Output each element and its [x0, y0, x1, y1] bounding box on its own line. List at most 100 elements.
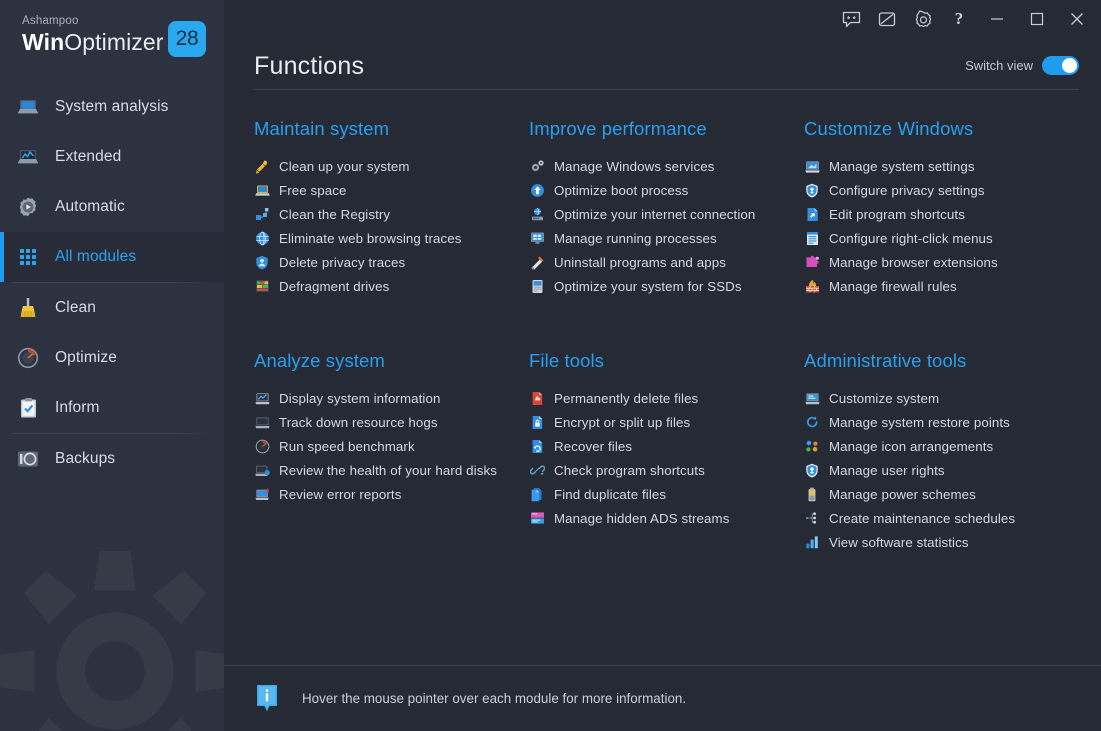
sidebar-item-system-analysis[interactable]: System analysis	[0, 82, 224, 132]
group-file-tools: File tools Permanently delete files Encr…	[529, 350, 804, 554]
sidebar-item-inform[interactable]: Inform	[0, 383, 224, 433]
module-manage-running-processes[interactable]: Manage running processes	[529, 226, 804, 250]
sidebar-item-automatic[interactable]: Automatic	[0, 182, 224, 232]
module-manage-system-settings[interactable]: Manage system settings	[804, 154, 1079, 178]
brand-name-bold: Win	[22, 29, 65, 55]
firewall-brick-icon	[804, 278, 820, 294]
registry-blocks-icon	[254, 206, 270, 222]
module-permanently-delete-files[interactable]: Permanently delete files	[529, 386, 804, 410]
help-icon[interactable]: ?	[941, 2, 977, 36]
sidebar-item-extended[interactable]: Extended	[0, 132, 224, 182]
schedule-icon	[804, 510, 820, 526]
module-defragment-drives[interactable]: Defragment drives	[254, 274, 529, 298]
module-label: Create maintenance schedules	[829, 510, 1016, 526]
module-configure-right-click-menus[interactable]: Configure right-click menus	[804, 226, 1079, 250]
sidebar-item-label: Clean	[55, 299, 96, 316]
clipboard-check-icon	[15, 396, 41, 420]
module-customize-system[interactable]: Customize system	[804, 386, 1079, 410]
maximize-icon[interactable]	[1017, 2, 1057, 36]
module-encrypt-or-split-up-files[interactable]: Encrypt or split up files	[529, 410, 804, 434]
module-clean-up-your-system[interactable]: Clean up your system	[254, 154, 529, 178]
group-customize-windows: Customize Windows Manage system settings…	[804, 118, 1079, 350]
module-label: Review the health of your hard disks	[279, 462, 497, 478]
module-manage-windows-services[interactable]: Manage Windows services	[529, 154, 804, 178]
sidebar-divider	[12, 433, 208, 434]
recover-file-icon	[529, 438, 545, 454]
module-check-program-shortcuts[interactable]: Check program shortcuts	[529, 458, 804, 482]
module-run-speed-benchmark[interactable]: Run speed benchmark	[254, 434, 529, 458]
module-label: Delete privacy traces	[279, 254, 406, 270]
module-label: Manage browser extensions	[829, 254, 998, 270]
module-free-space[interactable]: Free space	[254, 178, 529, 202]
module-review-the-health-of-your-hard-disks[interactable]: Review the health of your hard disks	[254, 458, 529, 482]
sidebar-item-label: Inform	[55, 399, 100, 416]
module-label: Eliminate web browsing traces	[279, 230, 462, 246]
module-list: Manage Windows services Optimize boot pr…	[529, 154, 804, 298]
sidebar-item-all-modules[interactable]: All modules	[0, 232, 224, 282]
switch-view-toggle[interactable]	[1042, 56, 1079, 75]
module-view-software-statistics[interactable]: View software statistics	[804, 530, 1079, 554]
module-list: Manage system settings Configure privacy…	[804, 154, 1079, 298]
module-create-maintenance-schedules[interactable]: Create maintenance schedules	[804, 506, 1079, 530]
notes-icon[interactable]	[869, 2, 905, 36]
module-display-system-information[interactable]: Display system information	[254, 386, 529, 410]
sidebar-item-clean[interactable]: Clean	[0, 283, 224, 333]
module-clean-the-registry[interactable]: Clean the Registry	[254, 202, 529, 226]
laptop-blue-icon	[254, 182, 270, 198]
module-optimize-boot-process[interactable]: Optimize boot process	[529, 178, 804, 202]
switch-view-control[interactable]: Switch view	[965, 56, 1079, 81]
module-optimize-your-internet-connection[interactable]: Optimize your internet connection	[529, 202, 804, 226]
brand-logo: Ashampoo WinOptimizer 28	[0, 0, 224, 74]
globe-blue-icon	[254, 230, 270, 246]
module-track-down-resource-hogs[interactable]: Track down resource hogs	[254, 410, 529, 434]
laptop-icon	[15, 95, 41, 119]
module-manage-user-rights[interactable]: Manage user rights	[804, 458, 1079, 482]
group-title: Customize Windows	[804, 118, 974, 139]
module-label: Track down resource hogs	[279, 414, 438, 430]
feedback-icon[interactable]	[833, 2, 869, 36]
module-label: Check program shortcuts	[554, 462, 705, 478]
module-label: Clean up your system	[279, 158, 410, 174]
module-manage-firewall-rules[interactable]: Manage firewall rules	[804, 274, 1079, 298]
module-manage-power-schemes[interactable]: Manage power schemes	[804, 482, 1079, 506]
shield-privacy-icon	[804, 182, 820, 198]
gear-watermark	[0, 551, 224, 731]
module-recover-files[interactable]: Recover files	[529, 434, 804, 458]
group-analyze-system: Analyze system Display system informatio…	[254, 350, 529, 554]
module-manage-icon-arrangements[interactable]: Manage icon arrangements	[804, 434, 1079, 458]
close-icon[interactable]	[1057, 2, 1097, 36]
module-uninstall-programs-and-apps[interactable]: Uninstall programs and apps	[529, 250, 804, 274]
sidebar-item-label: Backups	[55, 450, 116, 467]
resource-monitor-icon	[254, 414, 270, 430]
module-label: Configure right-click menus	[829, 230, 993, 246]
sidebar-item-optimize[interactable]: Optimize	[0, 333, 224, 383]
module-review-error-reports[interactable]: Review error reports	[254, 482, 529, 506]
module-label: Permanently delete files	[554, 390, 699, 406]
module-eliminate-web-browsing-traces[interactable]: Eliminate web browsing traces	[254, 226, 529, 250]
minimize-icon[interactable]	[977, 2, 1017, 36]
error-report-icon	[254, 486, 270, 502]
sidebar-divider	[12, 282, 208, 283]
module-manage-browser-extensions[interactable]: Manage browser extensions	[804, 250, 1079, 274]
shield-user-icon	[254, 254, 270, 270]
module-optimize-your-system-for-ssds[interactable]: Optimize your system for SSDs	[529, 274, 804, 298]
encrypt-file-icon	[529, 414, 545, 430]
module-find-duplicate-files[interactable]: Find duplicate files	[529, 482, 804, 506]
arrow-up-circle-icon	[529, 182, 545, 198]
module-manage-hidden-ads-streams[interactable]: Manage hidden ADS streams	[529, 506, 804, 530]
brand-name-rest: Optimizer	[64, 29, 164, 55]
module-delete-privacy-traces[interactable]: Delete privacy traces	[254, 250, 529, 274]
module-edit-program-shortcuts[interactable]: Edit program shortcuts	[804, 202, 1079, 226]
module-label: Customize system	[829, 390, 940, 406]
title-bar: ?	[224, 0, 1101, 38]
disk-health-icon	[254, 462, 270, 478]
module-manage-system-restore-points[interactable]: Manage system restore points	[804, 410, 1079, 434]
module-label: Uninstall programs and apps	[554, 254, 726, 270]
sidebar-item-backups[interactable]: Backups	[0, 434, 224, 484]
module-configure-privacy-settings[interactable]: Configure privacy settings	[804, 178, 1079, 202]
group-title: File tools	[529, 350, 605, 371]
gear-icon[interactable]	[905, 2, 941, 36]
functions-grid: Maintain system Clean up your system Fre…	[224, 90, 1101, 665]
sidebar-item-label: Extended	[55, 148, 122, 165]
sidebar: Ashampoo WinOptimizer 28 System analysis…	[0, 0, 224, 731]
